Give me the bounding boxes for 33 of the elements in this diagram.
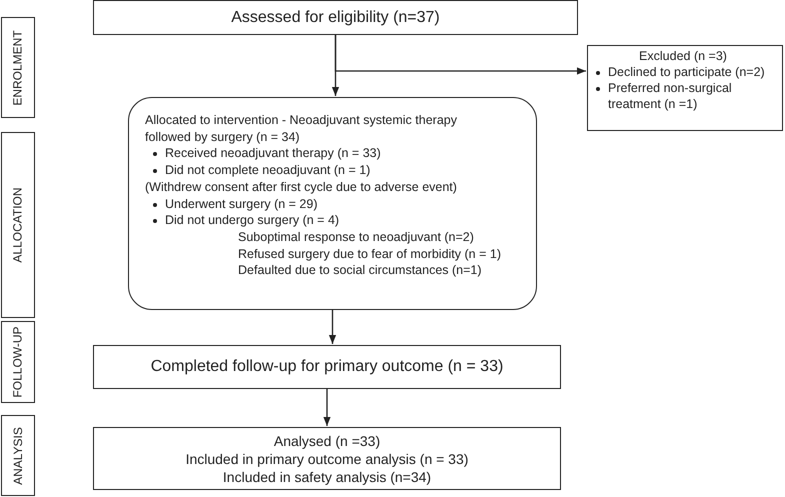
list-item-text: Preferred non-surgical treatment (n =1)	[608, 80, 733, 112]
list-item-text: Underwent surgery (n = 29)	[165, 196, 318, 212]
box-text: Included in primary outcome analysis (n = 33)	[186, 450, 468, 468]
list-item-text: Did not complete neoadjuvant (n = 1)	[165, 162, 370, 179]
stage-label-box	[1, 415, 35, 496]
stage-label: ALLOCATION	[10, 187, 26, 263]
box-text: (Withdrew consent after first cycle due to adverse event)	[145, 178, 458, 196]
list-item-text: Declined to participate (n=2)	[608, 64, 765, 80]
box-text: Assessed for eligibility (n=37)	[231, 8, 440, 28]
arrow	[323, 389, 331, 426]
box-text: Completed follow-up for primary outcome (n = 33)	[150, 357, 504, 377]
stage-label-box	[1, 321, 35, 403]
sub-item-text: Refused surgery due to fear of morbidity (n = 1)	[238, 246, 502, 262]
box-text: Allocated to intervention - Neoadjuvant systemic therapy followed by surgery (n = 34)	[145, 112, 458, 146]
stage-label: FOLLOW-UP	[10, 326, 26, 398]
box-text: Analysed (n =33)	[274, 432, 380, 450]
process-box	[93, 0, 578, 35]
sub-item-text: Suboptimal response to neoadjuvant (n=2)	[238, 228, 475, 246]
box-text: Included in safety analysis (n=34)	[222, 468, 432, 486]
list-item-text: Received neoadjuvant therapy (n = 33)	[165, 145, 381, 162]
process-box	[93, 427, 561, 490]
process-box	[93, 345, 561, 389]
exclusion-box	[587, 45, 783, 131]
stage-label-box	[1, 132, 35, 318]
arrow	[334, 35, 586, 75]
list-item-text: Did not undergo surgery (n = 4)	[165, 212, 340, 229]
arrow	[328, 310, 336, 344]
stage-label: ANALYSIS	[10, 426, 26, 484]
stage-label: ENROLMENT	[10, 30, 26, 106]
box-heading: Excluded (n =3)	[638, 48, 728, 64]
stage-label-box	[1, 17, 35, 118]
sub-item-text: Defaulted due to social circumstances (n=1)	[238, 262, 483, 280]
rounded-process-box	[128, 97, 537, 310]
